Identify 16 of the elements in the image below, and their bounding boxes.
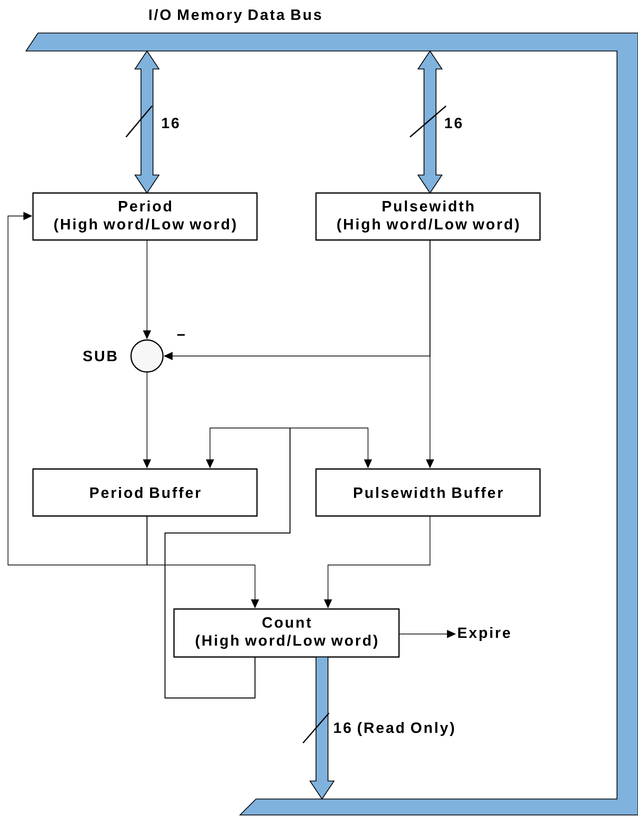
edge-label: 16 (Read Only) [332,721,456,737]
register-box: Count (High word/Low word) [173,608,400,658]
operator-label: − [177,334,185,336]
register-box: Pulsewidth (High word/Low word) [315,192,541,241]
bus-arrow [309,656,335,800]
operator-label: SUB [83,350,117,362]
register-box: Period Buffer [32,468,258,517]
arrow [8,212,148,566]
subtractor-circle [130,339,164,373]
arrow [164,428,372,698]
register-box: Period (High word/Low word) [32,192,258,241]
edge-label: 16 [443,116,464,130]
output-label: Expire [458,627,510,641]
bus-title: I/O Memory Data Bus [149,9,322,23]
register-box: Pulsewidth Buffer [315,468,541,517]
edge-label: 16 [160,116,180,130]
